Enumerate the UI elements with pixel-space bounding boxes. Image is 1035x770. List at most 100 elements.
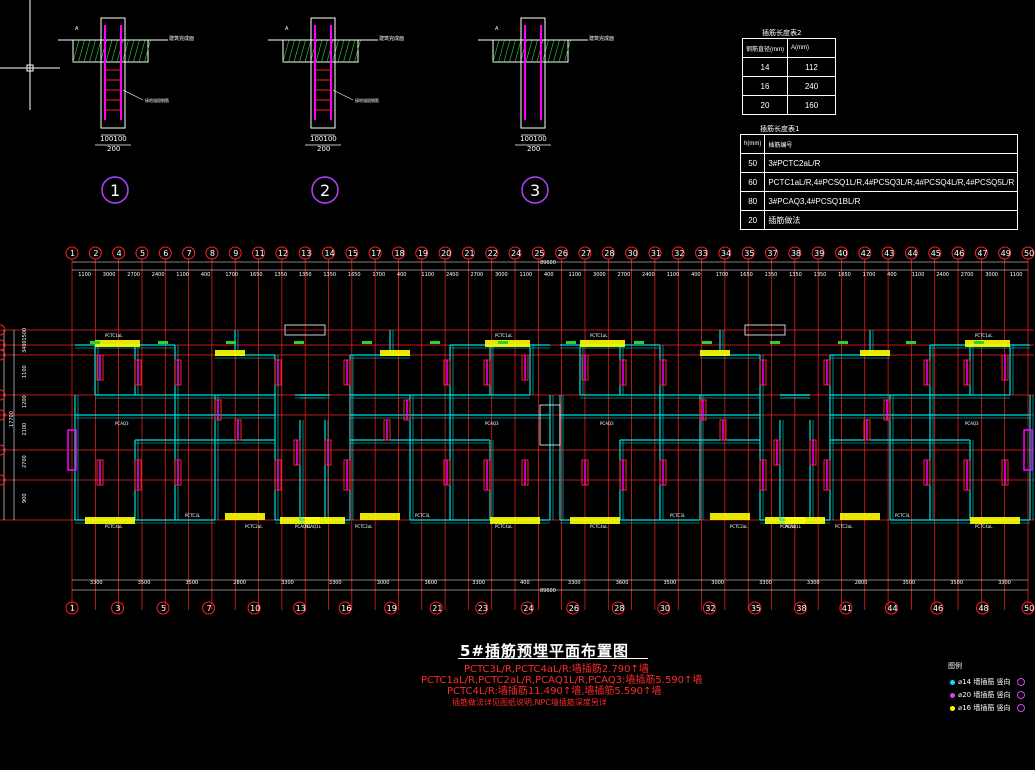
rebar-strip-yellow (225, 513, 265, 520)
rebar-strip-yellow (840, 513, 880, 520)
axis-label-top: 24 (511, 249, 521, 258)
detail-a-mark: A (495, 26, 499, 32)
rebar-stub-green (838, 341, 848, 344)
axis-label-bottom: 21 (432, 604, 442, 613)
rebar-tag-label: PCTC4aL (105, 524, 123, 529)
axis-label-bottom: 23 (478, 604, 488, 613)
axis-label-top: 5 (140, 249, 145, 258)
legend-dot-icon (950, 692, 955, 698)
axis-label-top: 17 (371, 249, 381, 258)
rebar-tag-label: PCAQ1L (305, 524, 322, 529)
drawing-title: 5#插筋预埋平面布置图 (460, 642, 630, 660)
slab-hatch (299, 39, 306, 63)
slab-hatch (127, 39, 135, 63)
note-line-4: 插筋做法详见图纸说明,NPC墙插筋深度另详 (452, 698, 607, 707)
detail-bubble-icon (521, 176, 549, 204)
axis-label-bottom: 24 (523, 604, 533, 613)
dim-text-top: 1350 (274, 272, 287, 278)
rebar-strip-yellow (785, 517, 825, 524)
dim-text-bottom: 3300 (998, 580, 1011, 586)
detail-bubble-number: 2 (320, 181, 330, 200)
dim-text-top: 1100 (912, 272, 925, 278)
dim-text-top: 400 (887, 272, 897, 278)
slab-hatch (138, 39, 146, 63)
dim-text-bottom: 2800 (855, 580, 868, 586)
axis-label-top: 18 (394, 249, 404, 258)
slab-hatch (89, 39, 96, 63)
axis-bubble-icon (338, 601, 352, 615)
slab-hatch (321, 39, 328, 63)
row-bubble-icon (0, 444, 6, 456)
dim-text-top: 3000 (985, 272, 998, 278)
legend-dot-icon (950, 705, 955, 711)
dim-text-top: 1700 (716, 272, 729, 278)
rebar-strip-yellow (580, 340, 625, 347)
axis-label-bottom: 41 (842, 604, 852, 613)
legend-item: ⌀16 墙插筋 竖向 (950, 703, 1025, 713)
table-cell: 3#PCAQ3,4#PCSQ1BL/R (764, 191, 1019, 211)
axis-label-top: 14 (324, 249, 334, 258)
axis-label-bottom: 46 (933, 604, 943, 613)
legend-circle-icon (1016, 691, 1025, 699)
axis-label-bottom: 44 (887, 604, 897, 613)
dim-text-top: 1100 (667, 272, 680, 278)
dim-text-bottom: 3300 (472, 580, 485, 586)
slab-hatch (564, 39, 571, 63)
detail-dim-total: 200 (317, 145, 330, 153)
axis-bubble-icon (657, 601, 671, 615)
dim-text-top: 2700 (961, 272, 974, 278)
dim-text-bottom: 400 (520, 580, 530, 586)
slab-hatch (547, 39, 555, 63)
rebar-tag-label: PCTC2aL (355, 524, 373, 529)
table-cell: 插筋做法 (764, 210, 1019, 230)
slab-hatch (514, 39, 522, 63)
row-bubble-icon (0, 474, 6, 486)
axis-label-top: 34 (721, 249, 731, 258)
dim-text-bottom: 3300 (568, 580, 581, 586)
dim-text-bottom: 3500 (186, 580, 199, 586)
table-cell: 3#PCTC2aL/R (764, 153, 1019, 173)
table-cell: 160 (787, 95, 836, 115)
legend-item: ⌀20 墙插筋 竖向 (950, 690, 1025, 700)
rebar-tag-label: PCAQ3 (115, 421, 129, 426)
slab-hatch (348, 39, 356, 63)
axis-label-top: 31 (651, 249, 661, 258)
rebar-strip-yellow (85, 517, 135, 524)
note-line-3: PCTC4L/R:墙插筋11.490↑墙,墙插筋5.590↑墙 (447, 686, 662, 697)
rebar-stub-green (770, 341, 780, 344)
rebar-tag-label: PCTC3L (415, 513, 431, 518)
dim-text-top: 2400 (152, 272, 165, 278)
dim-text-bottom: 3500 (903, 580, 916, 586)
table-header-cell: 钢筋直径(mm) (742, 38, 788, 58)
axis-bubble-icon (566, 601, 580, 615)
legend-circle-icon (1016, 678, 1025, 686)
axis-label-bottom: 5 (161, 604, 166, 613)
rebar-tag-label: PCTC4aL (975, 524, 993, 529)
rebar-strip-yellow (710, 513, 750, 520)
dim-text-top: 1700 (225, 272, 238, 278)
detail-dim-total: 200 (527, 145, 540, 153)
dim-text-top: 3000 (495, 272, 508, 278)
axis-label-top: 50 (1024, 249, 1034, 258)
dim-text-left: 1100 (22, 365, 28, 378)
axis-label-top: 35 (744, 249, 754, 258)
axis-label-top: 4 (117, 249, 122, 258)
table-cell: 80 (739, 191, 766, 211)
slab-hatch (492, 39, 500, 63)
dim-text-top: 1100 (519, 272, 532, 278)
detail-dim: 100100 (310, 135, 337, 143)
core-box (284, 324, 326, 336)
detail-annot: 接地锚固钢筋 (355, 97, 379, 103)
axis-bubble-icon (475, 601, 489, 615)
ground-label: 建筑完成面 (379, 35, 404, 42)
axis-label-top: 21 (464, 249, 474, 258)
rebar-stub-green (362, 341, 372, 344)
detail-a-mark: A (75, 26, 79, 32)
axis-label-top: 32 (674, 249, 684, 258)
rebar-stub-green (226, 341, 236, 344)
dim-text-left: 3400 (22, 340, 28, 353)
slab-hatch (337, 39, 345, 63)
table-cell: 14 (742, 57, 788, 77)
